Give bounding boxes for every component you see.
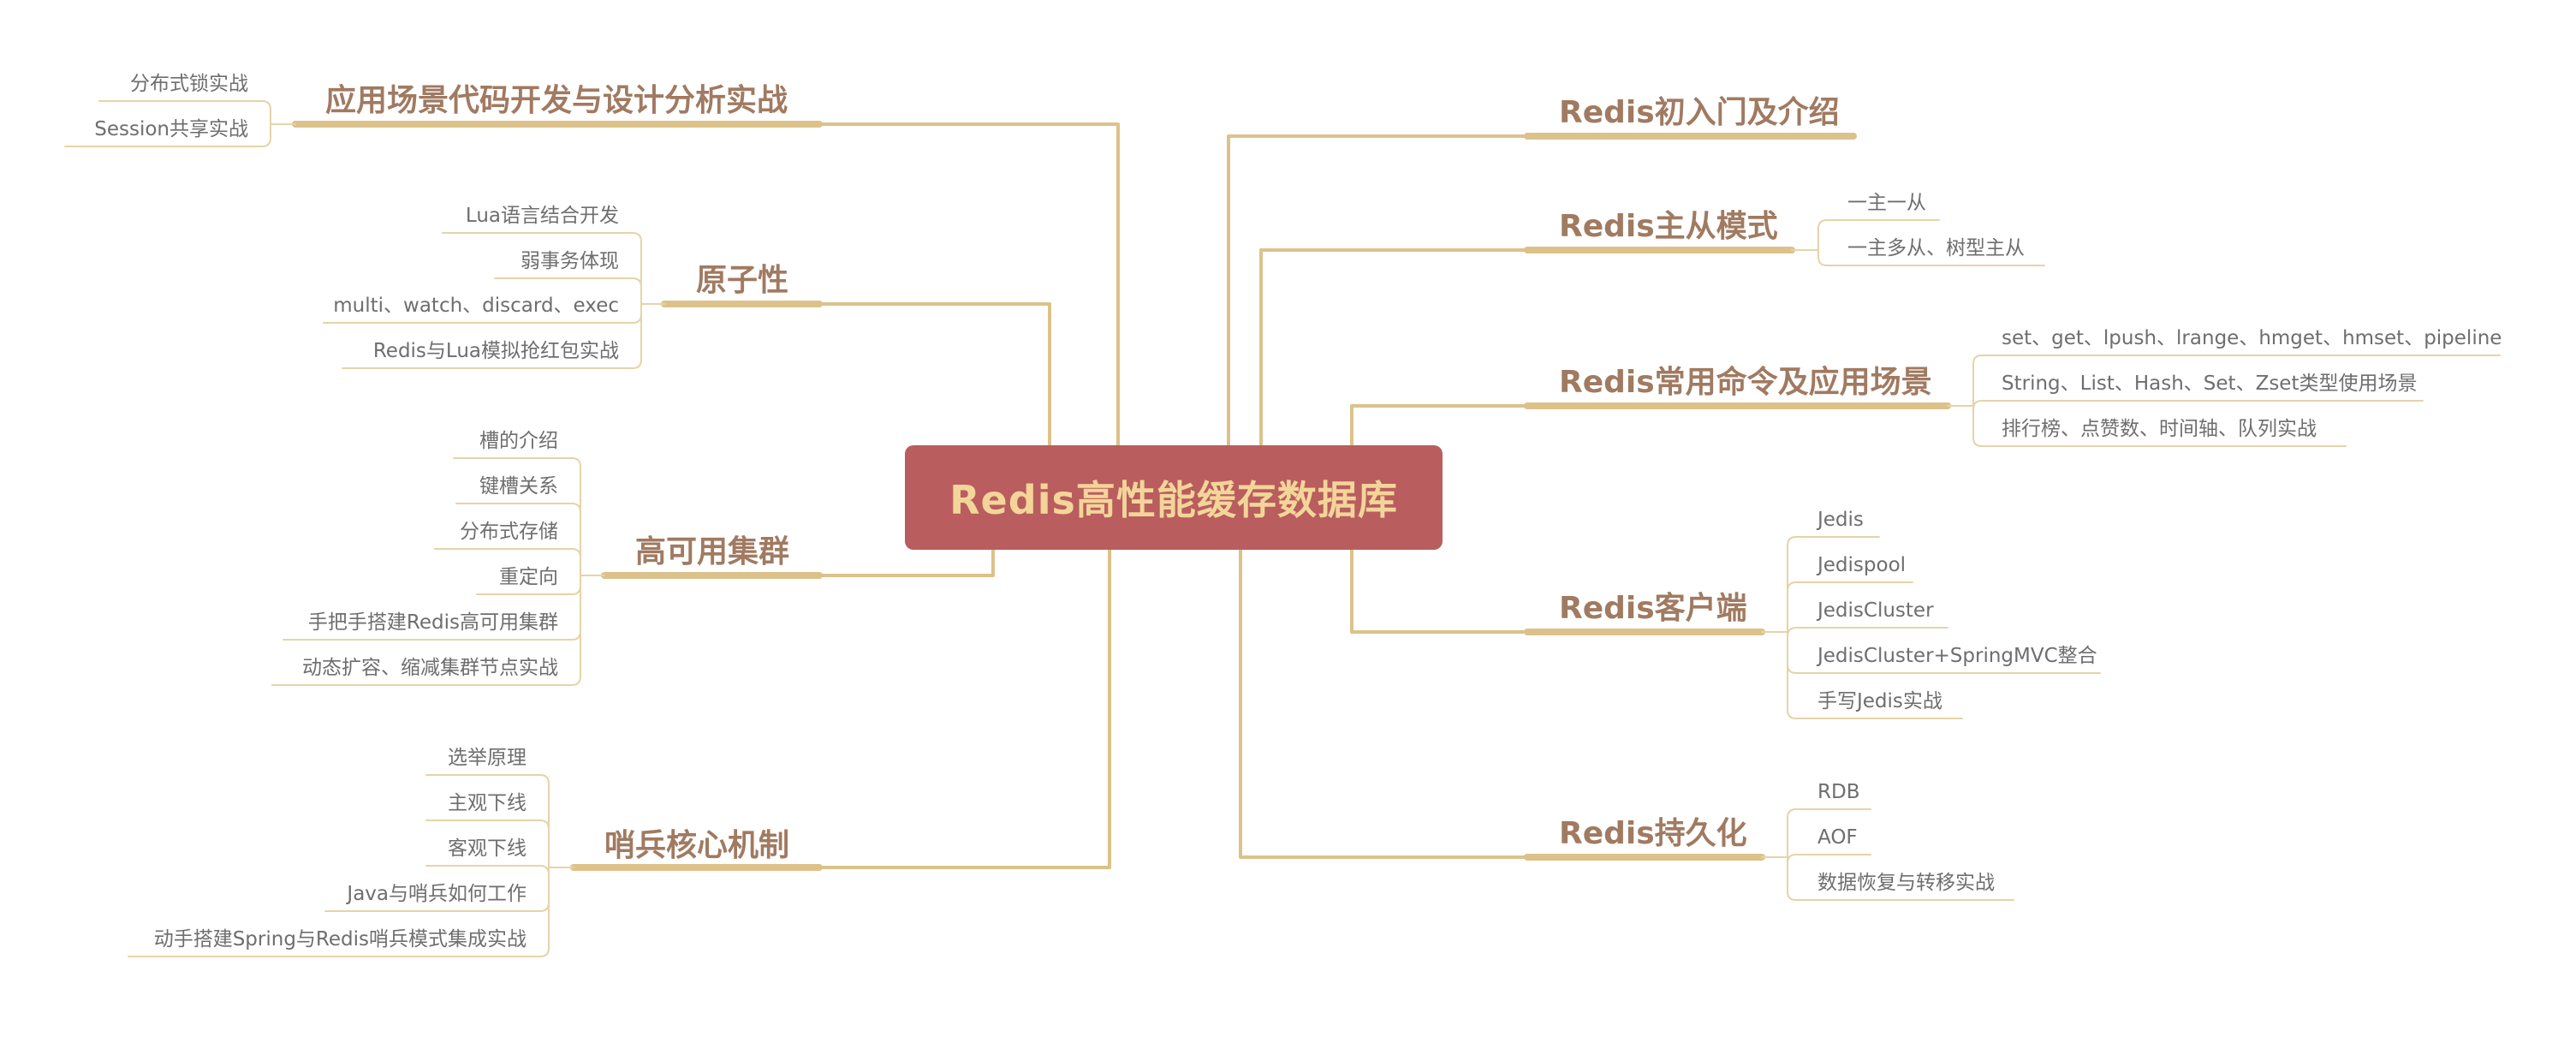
leaf-commands[interactable]: set、get、lpush、lrange、hmget、hmset、pipelin… (2002, 327, 2502, 349)
leaf-curve-ha-cluster-3 (571, 585, 581, 595)
leaf-client[interactable]: Jedis (1817, 509, 1864, 531)
leaf-curve-client-2 (1787, 627, 1797, 637)
leaf-atomicity[interactable]: Lua语言结合开发 (465, 205, 619, 227)
leaf-ha-cluster[interactable]: 手把手搭建Redis高可用集群 (307, 611, 558, 634)
branch-client[interactable]: Redis客户端 (1559, 591, 1747, 626)
leaf-curve-client-1 (1787, 581, 1797, 592)
leaf-curve-commands-2 (1972, 437, 1983, 447)
branch-sentinel[interactable]: 哨兵核心机制 (604, 828, 790, 863)
leaf-sentinel[interactable]: Java与哨兵如何工作 (347, 883, 527, 905)
leaf-sentinel[interactable]: 客观下线 (448, 837, 527, 860)
leaf-curve-commands-1 (1972, 400, 1983, 410)
branch-ha-cluster[interactable]: 高可用集群 (635, 534, 790, 569)
leaf-curve-app-scenarios-0 (261, 100, 271, 110)
branch-intro[interactable]: Redis初入门及介绍 (1559, 95, 1840, 130)
leaf-curve-sentinel-4 (539, 947, 550, 957)
leaf-curve-atomicity-1 (632, 277, 642, 288)
leaf-curve-client-0 (1787, 536, 1797, 546)
leaf-app-scenarios[interactable]: 分布式锁实战 (130, 73, 248, 95)
leaf-ha-cluster[interactable]: 键槽关系 (479, 475, 558, 498)
branch-atomicity[interactable]: 原子性 (696, 263, 789, 298)
leaf-curve-atomicity-2 (632, 313, 642, 324)
leaf-sentinel[interactable]: 主观下线 (448, 792, 527, 814)
leaf-curve-atomicity-0 (632, 232, 642, 242)
leaf-persistence[interactable]: RDB (1817, 781, 1860, 803)
leaf-ha-cluster[interactable]: 重定向 (499, 566, 558, 588)
leaf-master-slave[interactable]: 一主一从 (1847, 192, 1926, 214)
branch-commands[interactable]: Redis常用命令及应用场景 (1559, 365, 1932, 400)
root-node[interactable]: Redis高性能缓存数据库 (905, 445, 1443, 550)
leaf-curve-ha-cluster-5 (571, 676, 581, 686)
leaf-curve-persistence-2 (1787, 891, 1797, 901)
leaf-curve-master-slave-0 (1817, 219, 1828, 229)
leaf-sentinel[interactable]: 选举原理 (448, 747, 527, 769)
leaf-curve-persistence-1 (1787, 854, 1797, 864)
leaf-persistence[interactable]: 数据恢复与转移实战 (1817, 872, 1995, 894)
leaf-curve-client-4 (1787, 709, 1797, 719)
branch-app-scenarios[interactable]: 应用场景代码开发与设计分析实战 (325, 83, 788, 118)
leaf-master-slave[interactable]: 一主多从、树型主从 (1847, 237, 2025, 259)
leaf-app-scenarios[interactable]: Session共享实战 (94, 118, 248, 140)
leaf-curve-commands-0 (1972, 355, 1983, 365)
leaf-client[interactable]: Jedispool (1817, 554, 1907, 576)
leaf-curve-sentinel-1 (539, 819, 550, 830)
leaf-curve-sentinel-2 (539, 865, 550, 875)
leaf-curve-ha-cluster-1 (571, 503, 581, 513)
leaf-curve-ha-cluster-2 (571, 548, 581, 558)
leaf-sentinel[interactable]: 动手搭建Spring与Redis哨兵模式集成实战 (153, 928, 527, 951)
leaf-atomicity[interactable]: Redis与Lua模拟抢红包实战 (372, 340, 619, 362)
leaf-curve-atomicity-3 (632, 359, 642, 369)
leaf-atomicity[interactable]: 弱事务体现 (521, 250, 619, 272)
leaf-curve-ha-cluster-0 (571, 457, 581, 468)
leaf-curve-client-3 (1787, 664, 1797, 674)
leaf-client[interactable]: JedisCluster+SpringMVC整合 (1817, 645, 2097, 667)
leaf-curve-sentinel-0 (539, 774, 550, 784)
leaf-commands[interactable]: String、List、Hash、Set、Zset类型使用场景 (2002, 372, 2418, 395)
leaf-client[interactable]: 手写Jedis实战 (1817, 690, 1942, 712)
leaf-ha-cluster[interactable]: 分布式存储 (460, 521, 558, 543)
leaf-curve-sentinel-3 (539, 902, 550, 912)
leaf-curve-app-scenarios-1 (261, 137, 271, 147)
leaf-curve-ha-cluster-4 (571, 630, 581, 641)
leaf-persistence[interactable]: AOF (1817, 826, 1858, 849)
branch-persistence[interactable]: Redis持久化 (1559, 816, 1747, 851)
leaf-atomicity[interactable]: multi、watch、discard、exec (333, 295, 619, 317)
leaf-curve-master-slave-1 (1817, 256, 1828, 266)
leaf-ha-cluster[interactable]: 动态扩容、缩减集群节点实战 (302, 657, 558, 679)
leaf-commands[interactable]: 排行榜、点赞数、时间轴、队列实战 (2002, 418, 2317, 440)
leaf-curve-persistence-0 (1787, 808, 1797, 819)
leaf-ha-cluster[interactable]: 槽的介绍 (479, 430, 558, 452)
branch-master-slave[interactable]: Redis主从模式 (1559, 209, 1778, 244)
leaf-client[interactable]: JedisCluster (1817, 599, 1934, 622)
